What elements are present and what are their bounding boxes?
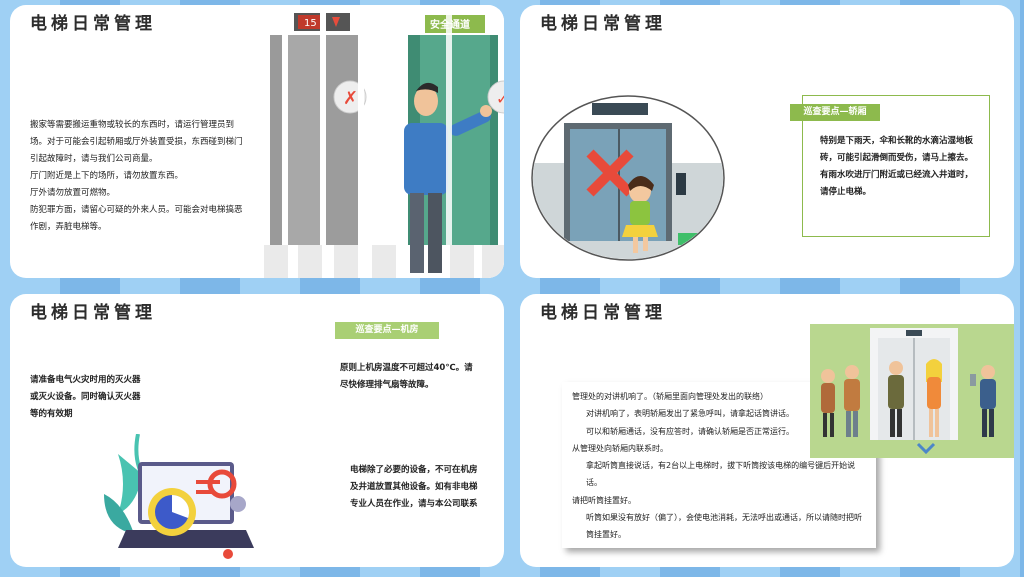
slide-1: 电梯日常管理 搬家等需要搬运重物或较长的东西时，请运行管理员到场。对于可能会引起… (10, 5, 504, 278)
elevator-scene-illustration (531, 95, 725, 261)
slide-2-text: 特别是下雨天，伞和长靴的水滴沾湿地板砖，可能引起滑倒而受伤，请马上擦去。 有雨水… (820, 133, 978, 201)
section-tag: 巡查要点—轿厢 (790, 104, 880, 121)
line: 从管理处向轿厢内联系时。 (572, 443, 668, 453)
line: 请把听筒挂置好。 (572, 495, 636, 505)
paragraph: 搬家等需要搬运重物或较长的东西时，请运行管理员到场。对于可能会引起轿厢或厅外装置… (30, 120, 243, 164)
slide-4: 电梯日常管理 管理处的对讲机响了。（轿厢里面向管理处发出的联络） 对讲机响了，表… (520, 294, 1014, 567)
svg-text:✗: ✗ (343, 88, 358, 109)
machine-room-equipment-text: 电梯除了必要的设备，不可在机房及井道放置其他设备。如有非电梯专业人员在作业，请与… (350, 465, 478, 509)
elevator-illustration: 15 ✗ 安全通道 ✓ (264, 5, 504, 278)
line: 拿起听筒直接说话，有2台以上电梯时，拔下听筒按该电梯的编号键后开始说话。 (586, 461, 856, 488)
line: 对讲机响了，表明轿厢发出了紧急呼叫，请拿起话筒讲话。 (586, 409, 794, 419)
slide-2-title: 电梯日常管理 (540, 14, 666, 34)
person (821, 369, 835, 437)
person (888, 361, 904, 437)
slide-1-title: 电梯日常管理 (30, 14, 156, 34)
person (926, 359, 942, 437)
paragraph: 防犯罪方面，请留心可疑的外来人员。可能会对电梯搞恶作剧，弄脏电梯等。 (30, 205, 243, 232)
down-arrow-icon (332, 17, 340, 27)
svg-text:✓: ✓ (496, 89, 504, 108)
floor-display: 15 (304, 18, 317, 29)
person (844, 365, 860, 437)
waiting-people-illustration (810, 324, 1014, 458)
paragraph: 特别是下雨天，伞和长靴的水滴沾湿地板砖，可能引起滑倒而受伤，请马上擦去。 (820, 136, 974, 163)
line: 可以和轿厢通话，没有应答时，请确认轿厢是否正常运行。 (586, 426, 794, 436)
paragraph: 厅外请勿放置可燃物。 (30, 188, 116, 198)
section-tag: 巡查要点—机房 (335, 322, 439, 339)
paragraph: 厅门附近是上下的场所，请勿放置东西。 (30, 171, 184, 181)
slide-4-title: 电梯日常管理 (540, 303, 666, 323)
paragraph: 有雨水吹进厅门附近或已经流入井道时，请停止电梯。 (820, 170, 974, 197)
line: 听筒如果没有放好（偏了），会使电池消耗，无法呼出或通话，所以请随时把听筒挂置好。 (586, 513, 862, 540)
machine-room-temp-text: 原则上机房温度不可超过40℃。请尽快修理排气扇等故障。 (340, 363, 473, 390)
laptop-chart-illustration (104, 434, 254, 559)
line: 管理处的对讲机响了。（轿厢里面向管理处发出的联络） (572, 392, 768, 401)
chevron-down-icon (916, 442, 936, 455)
slide-3-title: 电梯日常管理 (30, 303, 156, 323)
slide-3: 电梯日常管理 巡查要点—机房 请准备电气火灾时用的灭火器或灭火设备。同时确认灭火… (10, 294, 504, 567)
person (980, 365, 996, 437)
fire-extinguisher-text: 请准备电气火灾时用的灭火器或灭火设备。同时确认灭火器等的有效期 (30, 375, 141, 419)
slide-1-text: 搬家等需要搬运重物或较长的东西时，请运行管理员到场。对于可能会引起轿厢或厅外装置… (30, 117, 248, 236)
slide-4-text: 管理处的对讲机响了。（轿厢里面向管理处发出的联络） 对讲机响了，表明轿厢发出了紧… (572, 388, 868, 544)
slide-2: 电梯日常管理 巡查要点—轿厢 特别是下雨天，伞和长靴的水滴沾湿地板砖，可能引起滑… (520, 5, 1014, 278)
